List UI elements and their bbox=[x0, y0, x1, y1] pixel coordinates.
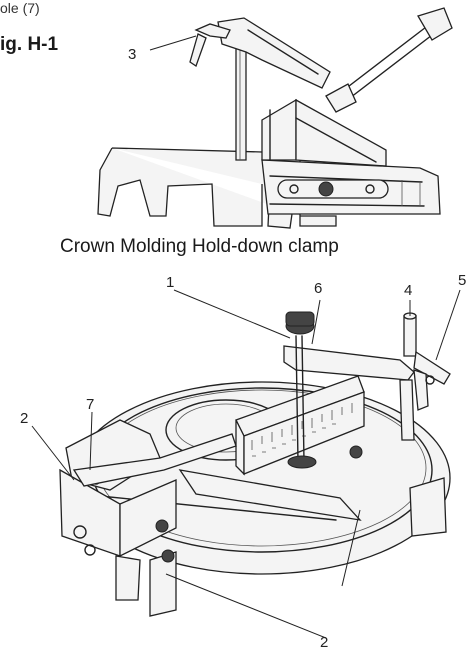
callout-7: 7 bbox=[86, 396, 95, 413]
callout-2-left: 2 bbox=[20, 410, 29, 427]
callout-4: 4 bbox=[404, 282, 413, 299]
callout-5: 5 bbox=[458, 272, 467, 289]
figure-label: ig. H-1 bbox=[0, 34, 59, 55]
miter-saw-table-drawing bbox=[59, 311, 451, 617]
figure-caption: Crown Molding Hold-down clamp bbox=[60, 236, 339, 257]
callout-1: 1 bbox=[166, 274, 175, 291]
crown-molding-clamp-drawing bbox=[97, 7, 453, 229]
text-fragment-top: ole (7) bbox=[0, 0, 40, 16]
callout-3: 3 bbox=[128, 46, 137, 63]
callout-2-bottom: 2 bbox=[320, 634, 329, 651]
callout-leaders bbox=[31, 35, 461, 639]
callout-6: 6 bbox=[314, 280, 323, 297]
